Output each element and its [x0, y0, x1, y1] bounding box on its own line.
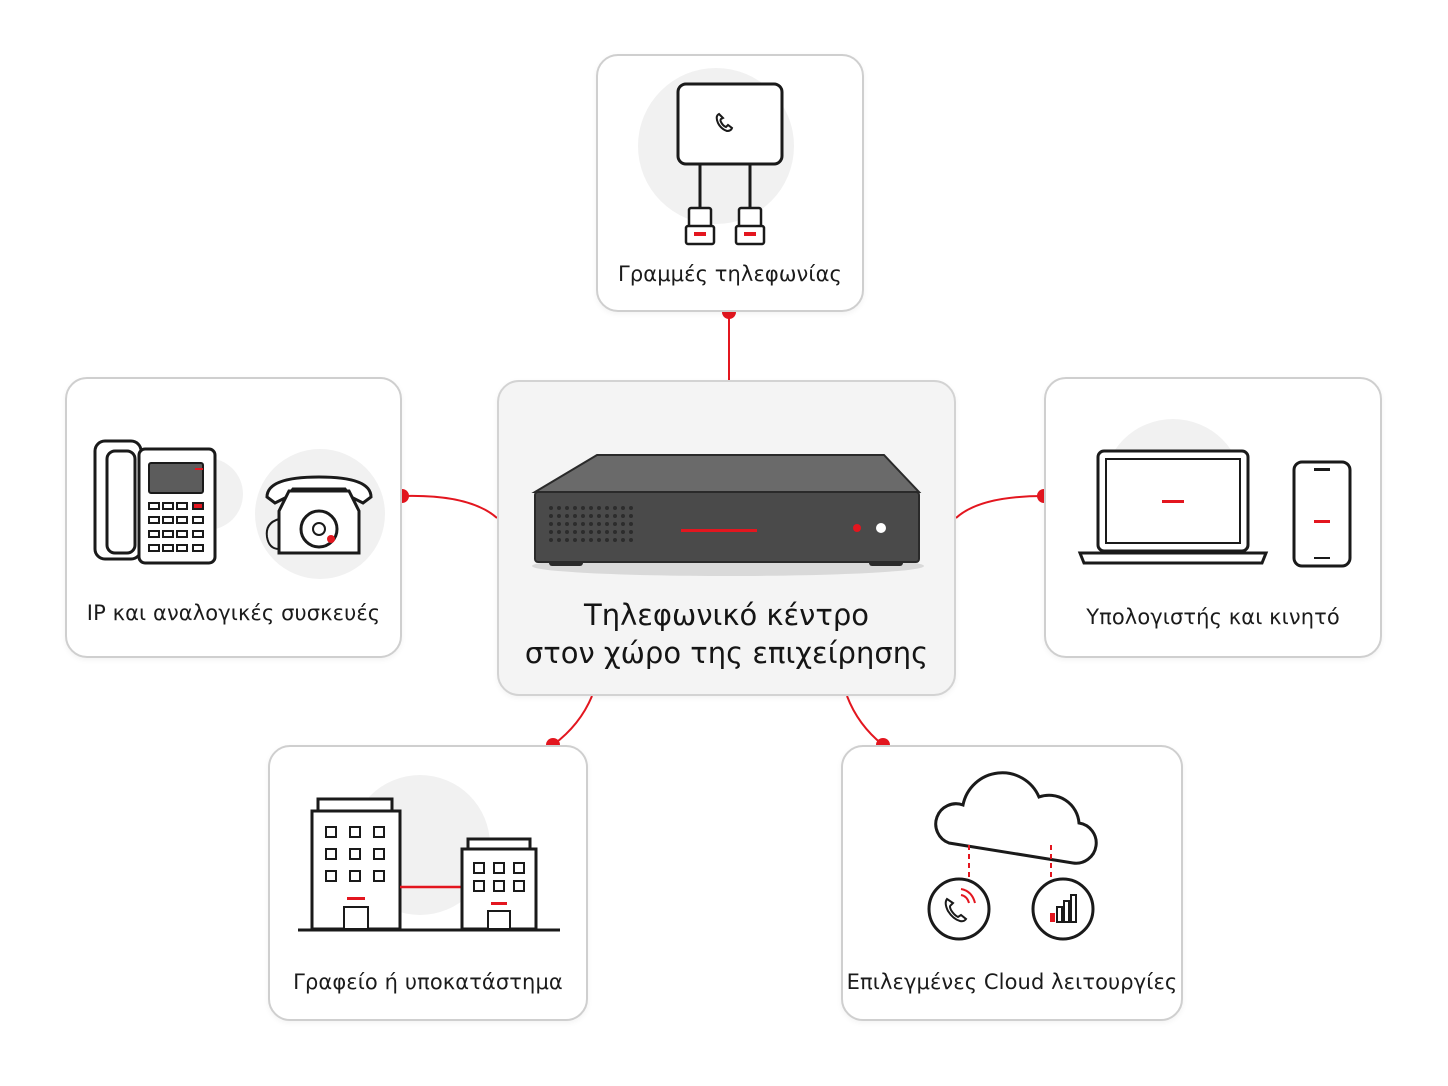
- phone-lines-card: Γραμμές τηλεφωνίας: [596, 54, 864, 312]
- cloud-features-label: Επιλεγμένες Cloud λειτουργίες: [846, 970, 1178, 994]
- office-buildings-icon: [298, 775, 560, 932]
- computer-mobile-card: Υπολογιστής και κινητό: [1044, 377, 1382, 658]
- pbx-server-icon: [531, 454, 924, 576]
- connector-left: [401, 494, 498, 519]
- center-title-line1: Τηλεφωνικό κέντρο: [584, 598, 869, 632]
- center-pbx-card: Τηλεφωνικό κέντρο στον χώρο της επιχείρη…: [497, 380, 956, 696]
- desk-phone-icon: [93, 439, 385, 579]
- signal-bars-icon: [1031, 877, 1095, 941]
- devices-label: IP και αναλογικές συσκευές: [86, 601, 381, 625]
- cloud-features-card: Επιλεγμένες Cloud λειτουργίες: [841, 745, 1183, 1021]
- computer-mobile-label: Υπολογιστής και κινητό: [1086, 605, 1340, 629]
- connector-bottom-right: [846, 695, 884, 746]
- laptop-phone-icon: [1077, 419, 1352, 568]
- office-branch-card: Γραφείο ή υποκατάστημα: [268, 745, 588, 1021]
- devices-card: IP και αναλογικές συσκευές: [65, 377, 402, 658]
- center-title-line2: στον χώρο της επιχείρησης: [524, 636, 929, 670]
- telephone-line-box-icon: [638, 68, 794, 246]
- office-branch-label: Γραφείο ή υποκατάστημα: [293, 970, 563, 994]
- cloud-icon: [927, 771, 1098, 941]
- phone-lines-label: Γραμμές τηλεφωνίας: [618, 262, 842, 286]
- phone-call-icon: [927, 877, 991, 941]
- connector-right: [955, 495, 1045, 519]
- connector-bottom-left: [552, 695, 593, 746]
